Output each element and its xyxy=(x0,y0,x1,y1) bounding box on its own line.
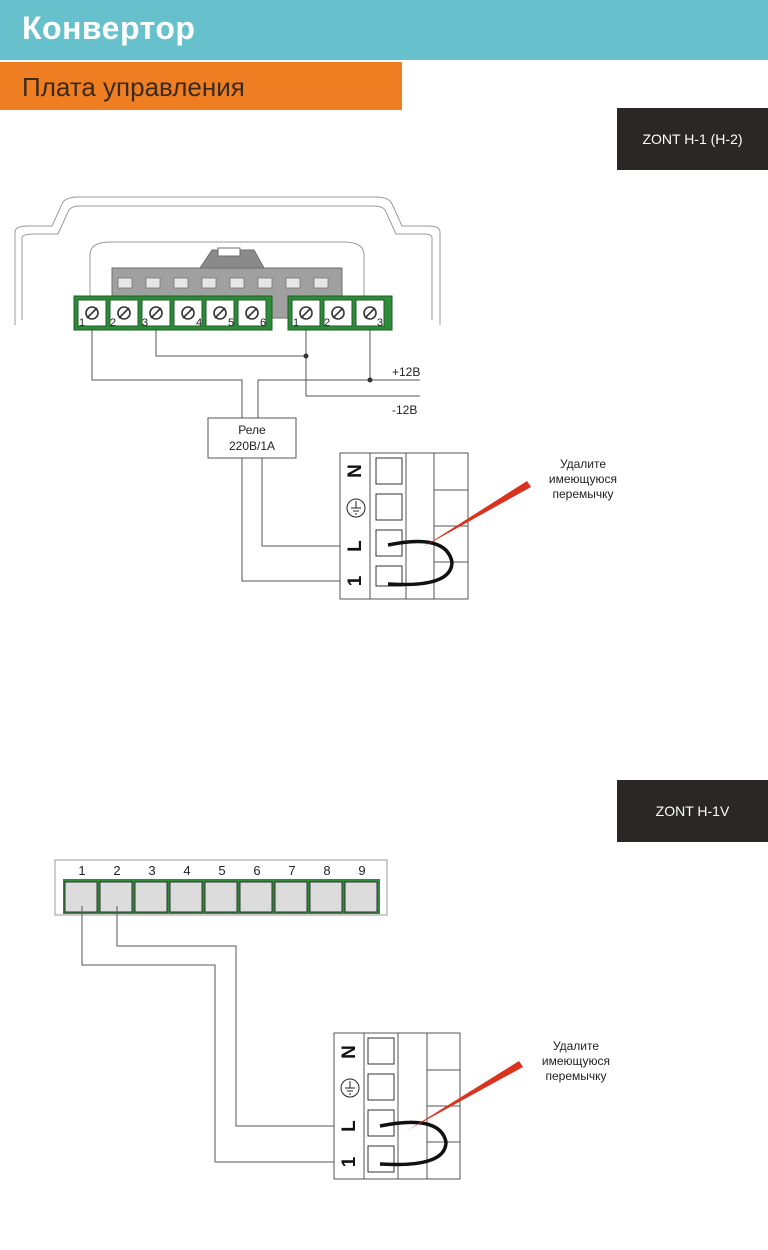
relay-rating: 220В/1А xyxy=(229,439,275,453)
block2-label-l: L xyxy=(339,1120,360,1132)
terminal-strip-left: 1 2 3 4 5 6 xyxy=(73,295,273,331)
wires-diagram-2 xyxy=(81,906,334,1163)
pointer-arrow xyxy=(408,1061,523,1130)
terminal-left-label: 5 xyxy=(228,317,234,329)
terminal-left-label: 4 xyxy=(196,317,202,329)
plus-12v-label: +12В xyxy=(392,365,420,379)
block1-label-l: L xyxy=(345,540,366,552)
model-badge-h1v: ZONT H-1V xyxy=(617,780,768,842)
terminal-9-label: 8 xyxy=(323,863,330,878)
junction-dot xyxy=(303,353,309,359)
terminal-right-label: 1 xyxy=(293,317,299,329)
terminal-left-label: 6 xyxy=(260,317,266,329)
terminal-strip-9: 1 2 3 4 5 6 7 8 9 xyxy=(54,859,388,916)
remove-jumper-note: перемычку xyxy=(552,487,613,501)
relay-label: Реле xyxy=(238,423,266,437)
terminal-9-label: 1 xyxy=(78,863,85,878)
block2-label-1: 1 xyxy=(339,1156,360,1167)
boiler-terminal-block-2: N L 1 xyxy=(333,1032,461,1180)
terminal-9-label: 5 xyxy=(218,863,225,878)
ground-icon xyxy=(346,498,366,518)
pointer-arrow xyxy=(423,481,531,547)
block2-label-n: N xyxy=(339,1045,360,1059)
junction-dot xyxy=(367,377,373,383)
terminal-left-label: 1 xyxy=(79,317,85,329)
terminal-9-label: 9 xyxy=(358,863,365,878)
header-bar: Конвертор xyxy=(0,0,768,60)
minus-12v-label: -12В xyxy=(392,403,417,417)
terminal-9-label: 4 xyxy=(183,863,190,878)
controller-housing xyxy=(14,196,441,325)
remove-jumper-note: имеющуюся xyxy=(549,472,617,486)
jumper-wire xyxy=(387,539,454,587)
terminal-9-label: 3 xyxy=(148,863,155,878)
page-title: Конвертор xyxy=(22,10,196,46)
remove-jumper-note: Удалите xyxy=(553,1039,599,1053)
block1-label-1: 1 xyxy=(345,575,366,586)
terminal-left-label: 3 xyxy=(142,317,148,329)
terminal-strip-right: 1 2 3 xyxy=(287,295,393,331)
terminal-9-label: 6 xyxy=(253,863,260,878)
section-bar: Плата управления xyxy=(0,62,402,110)
terminal-9-label: 7 xyxy=(288,863,295,878)
terminal-left-label: 2 xyxy=(110,317,116,329)
block1-label-n: N xyxy=(345,464,366,478)
relay-box: Реле 220В/1А xyxy=(207,417,297,459)
section-title: Плата управления xyxy=(22,72,245,102)
remove-jumper-note: перемычку xyxy=(545,1069,606,1083)
boiler-terminal-block-1: N L 1 xyxy=(339,452,469,600)
jumper-wire xyxy=(379,1120,448,1167)
terminal-right-label: 3 xyxy=(377,317,383,329)
remove-jumper-note: имеющуюся xyxy=(542,1054,610,1068)
model-badge-h1: ZONT H-1 (H-2) xyxy=(617,108,768,170)
remove-jumper-note: Удалите xyxy=(560,457,606,471)
ground-icon xyxy=(340,1078,360,1098)
terminal-right-label: 2 xyxy=(324,317,330,329)
terminal-9-label: 2 xyxy=(113,863,120,878)
